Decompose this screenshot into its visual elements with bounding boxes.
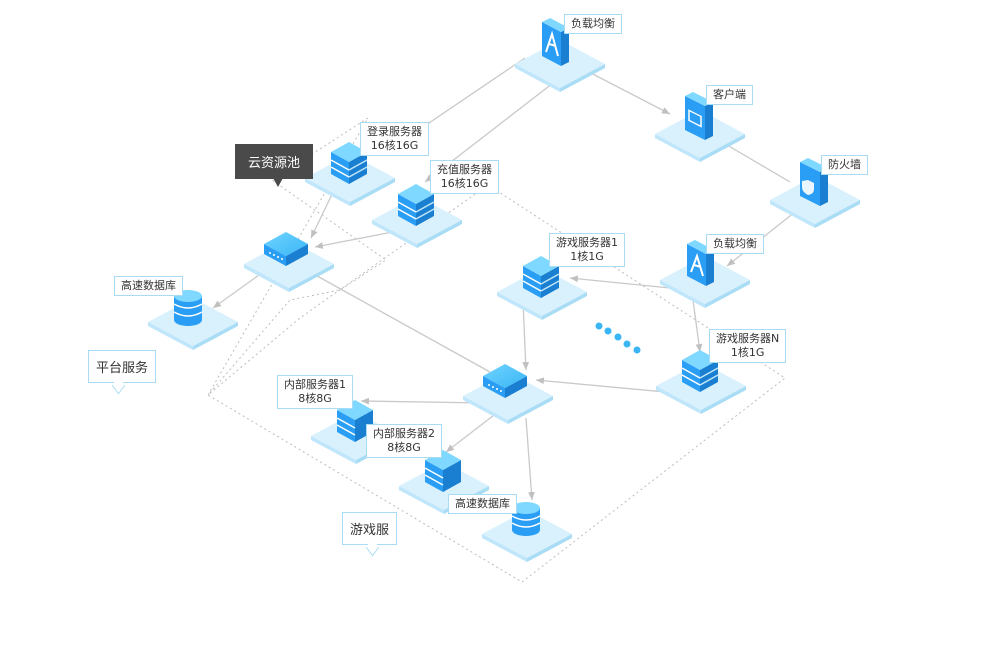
load-balancer-top-label: 负载均衡 bbox=[564, 14, 622, 34]
load-balancer-icon bbox=[545, 30, 559, 57]
game-database-node bbox=[482, 502, 572, 562]
game-database-label: 高速数据库 bbox=[448, 494, 517, 514]
more-servers-dots bbox=[595, 322, 641, 354]
load-balancer-mid-label: 负载均衡 bbox=[706, 234, 764, 254]
cloud-pool-tag: 云资源池 bbox=[235, 144, 314, 187]
load-balancer-top-node bbox=[515, 18, 605, 92]
platform-service-tag: 平台服务 bbox=[88, 350, 157, 383]
client-node bbox=[655, 92, 745, 162]
game-switch-node bbox=[463, 364, 553, 424]
game-service-tag: 游戏服 bbox=[342, 512, 398, 545]
switch-icon bbox=[264, 232, 308, 266]
firewall-node bbox=[770, 158, 860, 228]
server-icon bbox=[330, 142, 368, 184]
client-label: 客户端 bbox=[706, 85, 753, 105]
platform-database-label: 高速数据库 bbox=[114, 276, 183, 296]
shield-icon bbox=[802, 180, 814, 195]
internal-server-2-node bbox=[399, 450, 489, 514]
firewall-label: 防火墙 bbox=[821, 155, 868, 175]
platform-switch-node bbox=[244, 232, 334, 292]
recharge-server-node bbox=[372, 184, 462, 248]
login-server-node bbox=[305, 142, 395, 206]
monitor-icon bbox=[688, 109, 702, 128]
